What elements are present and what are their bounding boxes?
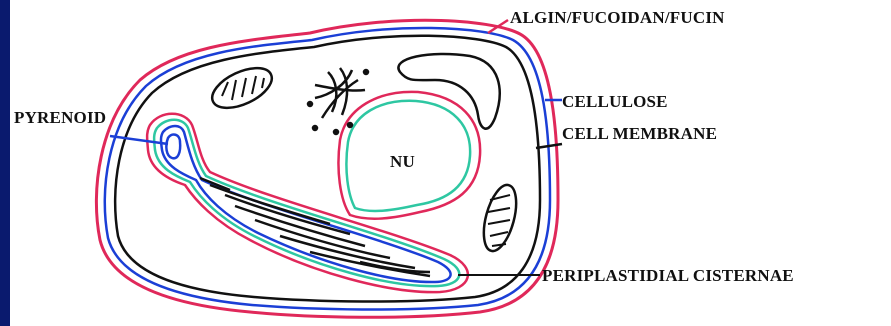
pyrenoid xyxy=(166,135,180,159)
leader-pyrenoid xyxy=(110,136,168,144)
label-periplastidial-cisternae: PERIPLASTIDIAL CISTERNAE xyxy=(542,266,794,286)
label-algin: ALGIN/FUCOIDAN/FUCIN xyxy=(510,8,725,28)
mitochondrion-right xyxy=(478,182,523,255)
chloroplast-outer xyxy=(147,114,468,292)
label-nucleus: NU xyxy=(390,152,415,172)
label-cell-membrane: CELL MEMBRANE xyxy=(562,124,717,144)
label-pyrenoid: PYRENOID xyxy=(14,108,106,128)
golgi-cluster xyxy=(308,68,368,134)
label-cellulose: CELLULOSE xyxy=(562,92,668,112)
diagram-canvas: ALGIN/FUCOIDAN/FUCIN CELLULOSE CELL MEMB… xyxy=(10,0,891,326)
mitochondrion-upper xyxy=(206,60,278,116)
